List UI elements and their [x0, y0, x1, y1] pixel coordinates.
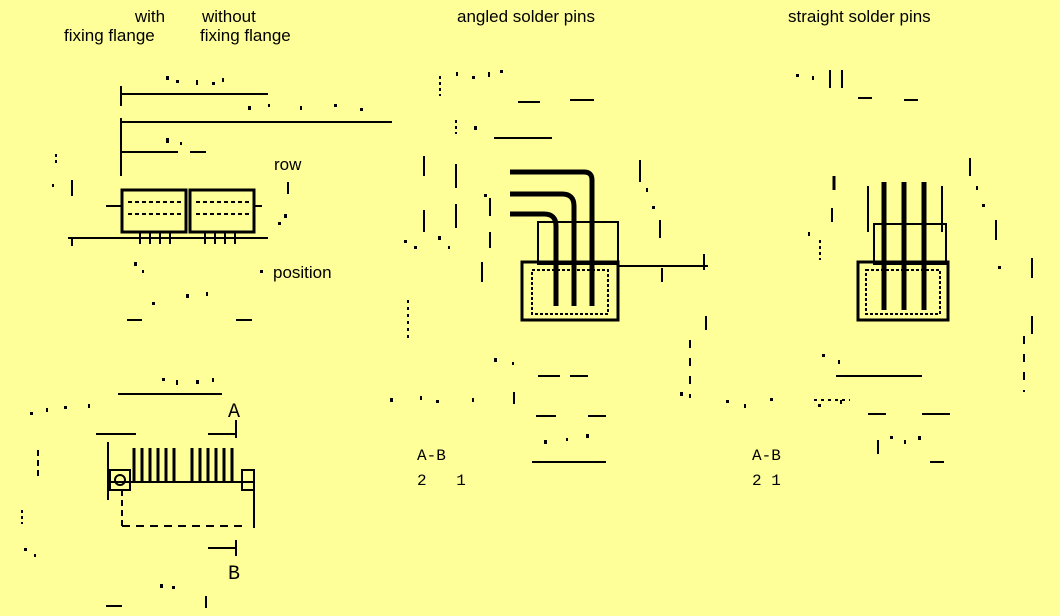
without-label: without	[202, 7, 256, 26]
angled-row-numbers: 2 1	[417, 472, 476, 490]
straight-solder-pins-label: straight solder pins	[788, 7, 931, 26]
without-fixing-flange-label: fixing flange	[200, 26, 291, 45]
front-view-drawing	[55, 86, 392, 321]
straight-pins-drawing	[814, 70, 1033, 463]
angled-solder-pins-label: angled solder pins	[457, 7, 595, 26]
top-view-drawing	[21, 393, 255, 608]
with-label: with	[134, 7, 166, 26]
straight-section-label: A-B	[752, 447, 781, 465]
row-label: row	[274, 155, 302, 174]
straight-row-numbers: 2 1	[752, 472, 781, 490]
angled-section-label: A-B	[417, 447, 446, 465]
dimension-artifacts	[24, 70, 1001, 589]
section-b-marker: B	[228, 563, 241, 586]
with-fixing-flange-label: fixing flange	[64, 26, 155, 45]
angled-pins-drawing	[407, 76, 708, 463]
position-label: position	[273, 263, 332, 282]
section-a-marker: A	[228, 401, 241, 424]
